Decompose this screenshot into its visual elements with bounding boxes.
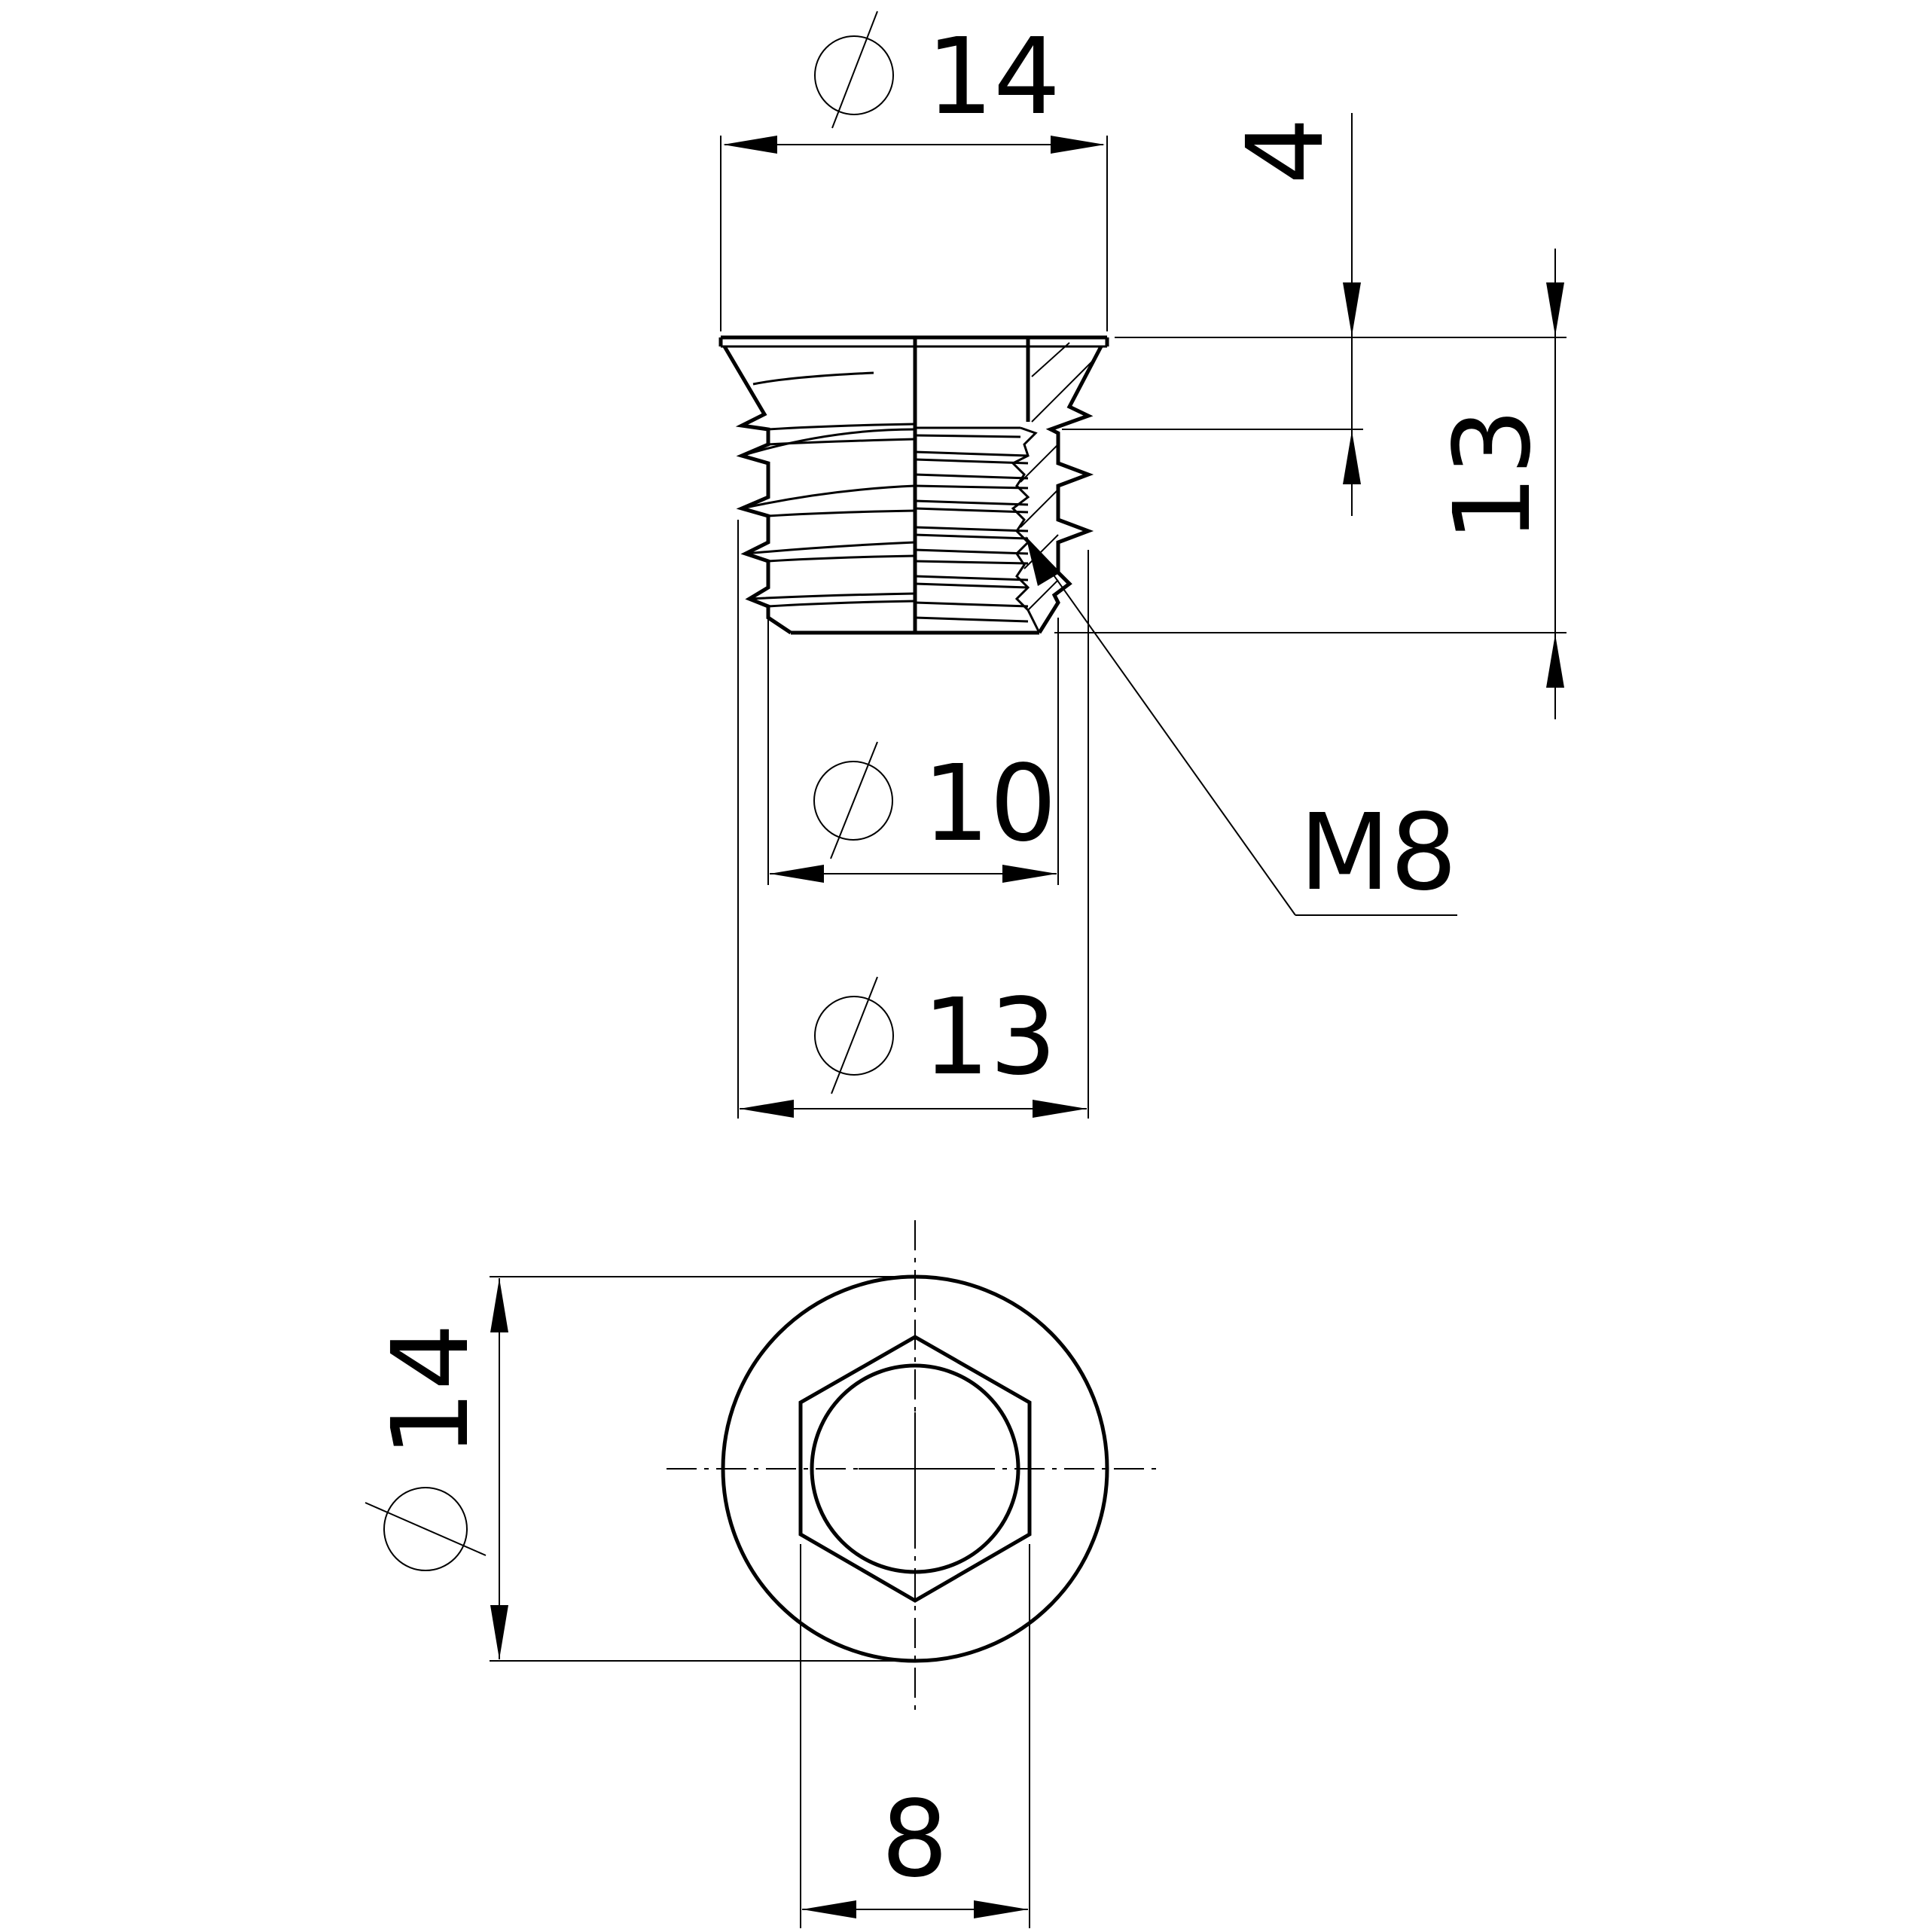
section-hatching [1020, 342, 1097, 611]
dim-label-head-height: 4 [1225, 118, 1347, 185]
diameter-symbol-icon [365, 1487, 487, 1571]
dim-head-height: 4 [1062, 113, 1566, 516]
left-thread-flanks [741, 371, 916, 608]
hex-socket [798, 1335, 1032, 1603]
front-view [667, 1220, 1164, 1717]
left-thread-profile [722, 345, 792, 635]
right-thread-profile [1037, 345, 1103, 634]
dim-label-inner-diameter: 10 [923, 743, 1057, 865]
dim-label-head-diameter: 14 [926, 16, 1060, 139]
dim-head-diameter: 14 [720, 11, 1108, 331]
dim-inner-diameter: 10 [767, 618, 1059, 885]
dim-label-hex-size: 8 [881, 1778, 948, 1901]
dim-total-length: 13 [1054, 249, 1566, 719]
dim-label-total-length: 13 [1432, 408, 1554, 542]
internal-thread-lines [914, 426, 1041, 633]
side-view [718, 335, 1109, 635]
thread-label: M8 [1299, 792, 1457, 914]
diameter-symbol-icon [814, 11, 894, 129]
dim-front-diameter: 14 [365, 1276, 911, 1662]
dim-label-front-diameter: 14 [370, 1323, 493, 1457]
dim-outer-diameter: 13 [737, 520, 1089, 1119]
dim-label-outer-diameter: 13 [923, 976, 1057, 1099]
diameter-symbol-icon [813, 741, 893, 859]
thread-callout: M8 [1026, 536, 1457, 916]
dim-hex-size: 8 [800, 1544, 1030, 1928]
diameter-symbol-icon [814, 976, 894, 1094]
